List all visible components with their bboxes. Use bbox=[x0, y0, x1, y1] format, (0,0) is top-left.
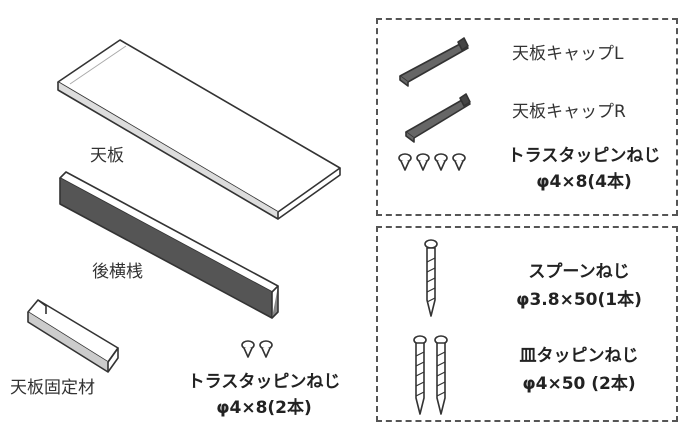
top-board-shape bbox=[57, 39, 341, 220]
top-fixing-member-label: 天板固定材 bbox=[10, 378, 95, 398]
truss-screw-4-spec: φ4×8(4本) bbox=[536, 172, 632, 192]
truss-screw-2-name: トラスタッピンねじ bbox=[187, 372, 341, 392]
hardware-group-box-lower bbox=[376, 226, 678, 422]
top-cap-r-shape bbox=[405, 93, 471, 143]
top-cap-r-label: 天板キャップR bbox=[512, 102, 626, 122]
truss-screw-2-spec: φ4×8(2本) bbox=[216, 398, 312, 418]
top-cap-l-shape bbox=[399, 37, 469, 87]
truss-screws-small-2 bbox=[241, 340, 273, 358]
spoon-screw-name: スプーンねじ bbox=[528, 262, 630, 282]
dish-screws-shape bbox=[413, 335, 448, 415]
top-cap-l-label: 天板キャップL bbox=[512, 44, 624, 64]
truss-screws-small-4 bbox=[398, 153, 466, 171]
spoon-screw-spec: φ3.8×50(1本) bbox=[516, 290, 642, 310]
dish-screw-name: 皿タッピンねじ bbox=[519, 346, 639, 366]
dish-screw-spec: φ4×50 (2本) bbox=[522, 374, 636, 394]
hardware-group-box-upper bbox=[376, 18, 678, 216]
top-fixing-member-shape bbox=[27, 299, 119, 373]
spoon-screw-shape bbox=[424, 239, 438, 317]
rear-crossbar-shape bbox=[59, 171, 279, 319]
top-board-label: 天板 bbox=[90, 146, 124, 166]
rear-crossbar-label: 後横桟 bbox=[92, 262, 143, 282]
truss-screw-4-name: トラスタッピンねじ bbox=[507, 146, 661, 166]
